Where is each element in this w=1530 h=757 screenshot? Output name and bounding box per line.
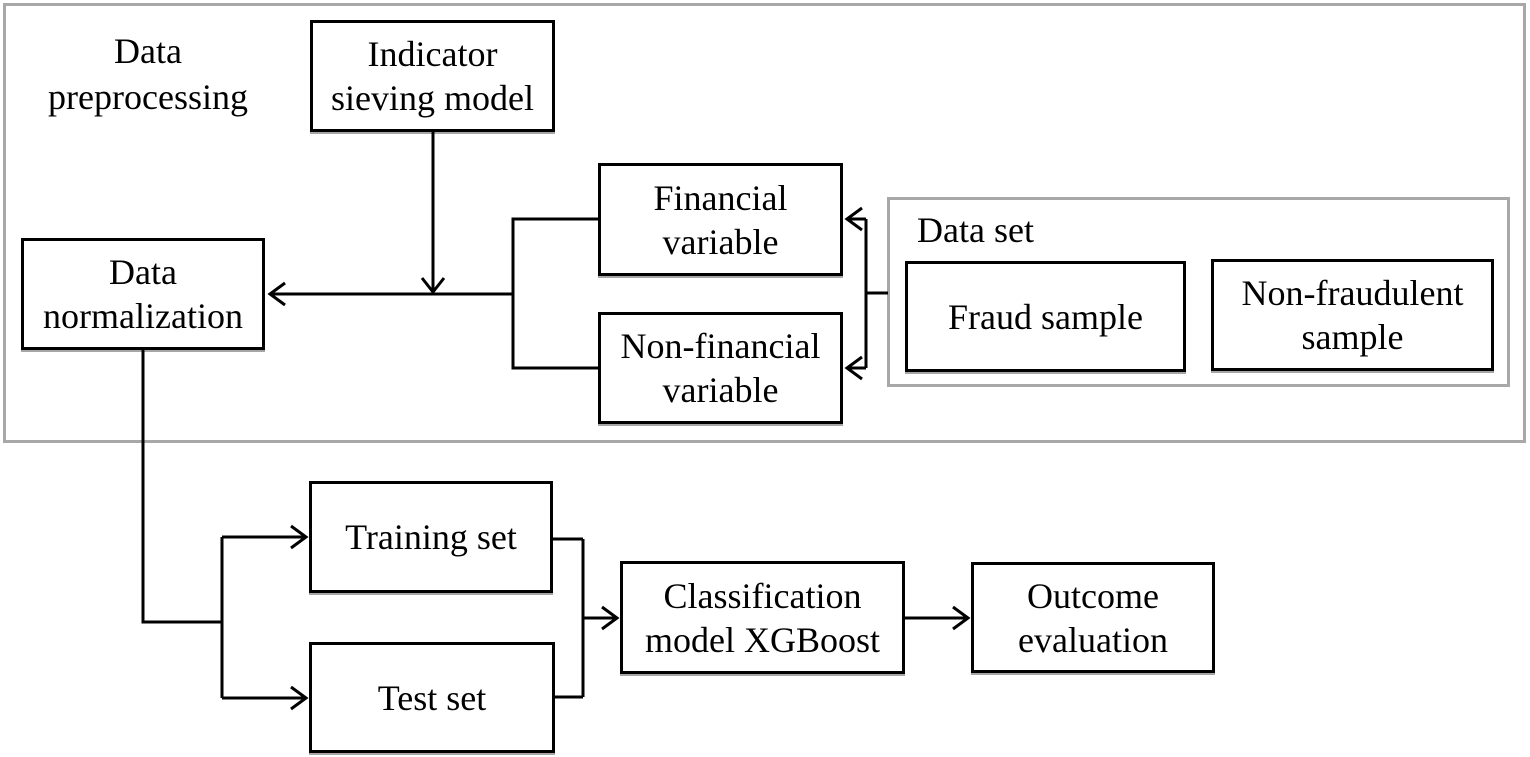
- arrowhead-right-classification-icon: [601, 605, 620, 631]
- node-non-financial-variable: Non-financial variable: [598, 312, 843, 424]
- arrowhead-right-test-icon: [290, 685, 309, 711]
- node-label: Financial variable: [653, 177, 788, 262]
- node-financial-variable: Financial variable: [598, 163, 843, 276]
- node-label: Non-financial variable: [620, 326, 821, 410]
- node-label: Fraud sample: [948, 296, 1143, 337]
- arrowhead-right-training-icon: [290, 524, 309, 550]
- node-indicator-sieving-model: Indicator sieving model: [310, 20, 555, 132]
- arrowhead-right-outcome-icon: [952, 605, 971, 631]
- node-classification-model-xgboost: Classification model XGBoost: [620, 561, 905, 674]
- node-label: Indicator sieving model: [331, 34, 534, 118]
- node-label: Test set: [377, 677, 487, 718]
- dataset-region-label: Data set: [917, 210, 1034, 250]
- preprocessing-region-label: Data preprocessing: [48, 31, 248, 117]
- node-non-fraudulent-sample: Non-fraudulent sample: [1211, 259, 1494, 371]
- node-fraud-sample: Fraud sample: [905, 261, 1186, 372]
- node-data-normalization: Data normalization: [21, 238, 265, 350]
- node-label: Non-fraudulent sample: [1241, 273, 1464, 357]
- preprocessing-region-frame: [3, 3, 1526, 443]
- node-label: Data normalization: [43, 252, 243, 336]
- node-outcome-evaluation: Outcome evaluation: [971, 562, 1215, 673]
- node-label: Training set: [345, 517, 517, 557]
- node-label: Classification model XGBoost: [644, 575, 880, 660]
- node-training-set: Training set: [309, 481, 553, 593]
- node-label: Outcome evaluation: [1018, 575, 1168, 660]
- dataset-region-frame: [887, 197, 1510, 387]
- node-test-set: Test set: [309, 642, 555, 753]
